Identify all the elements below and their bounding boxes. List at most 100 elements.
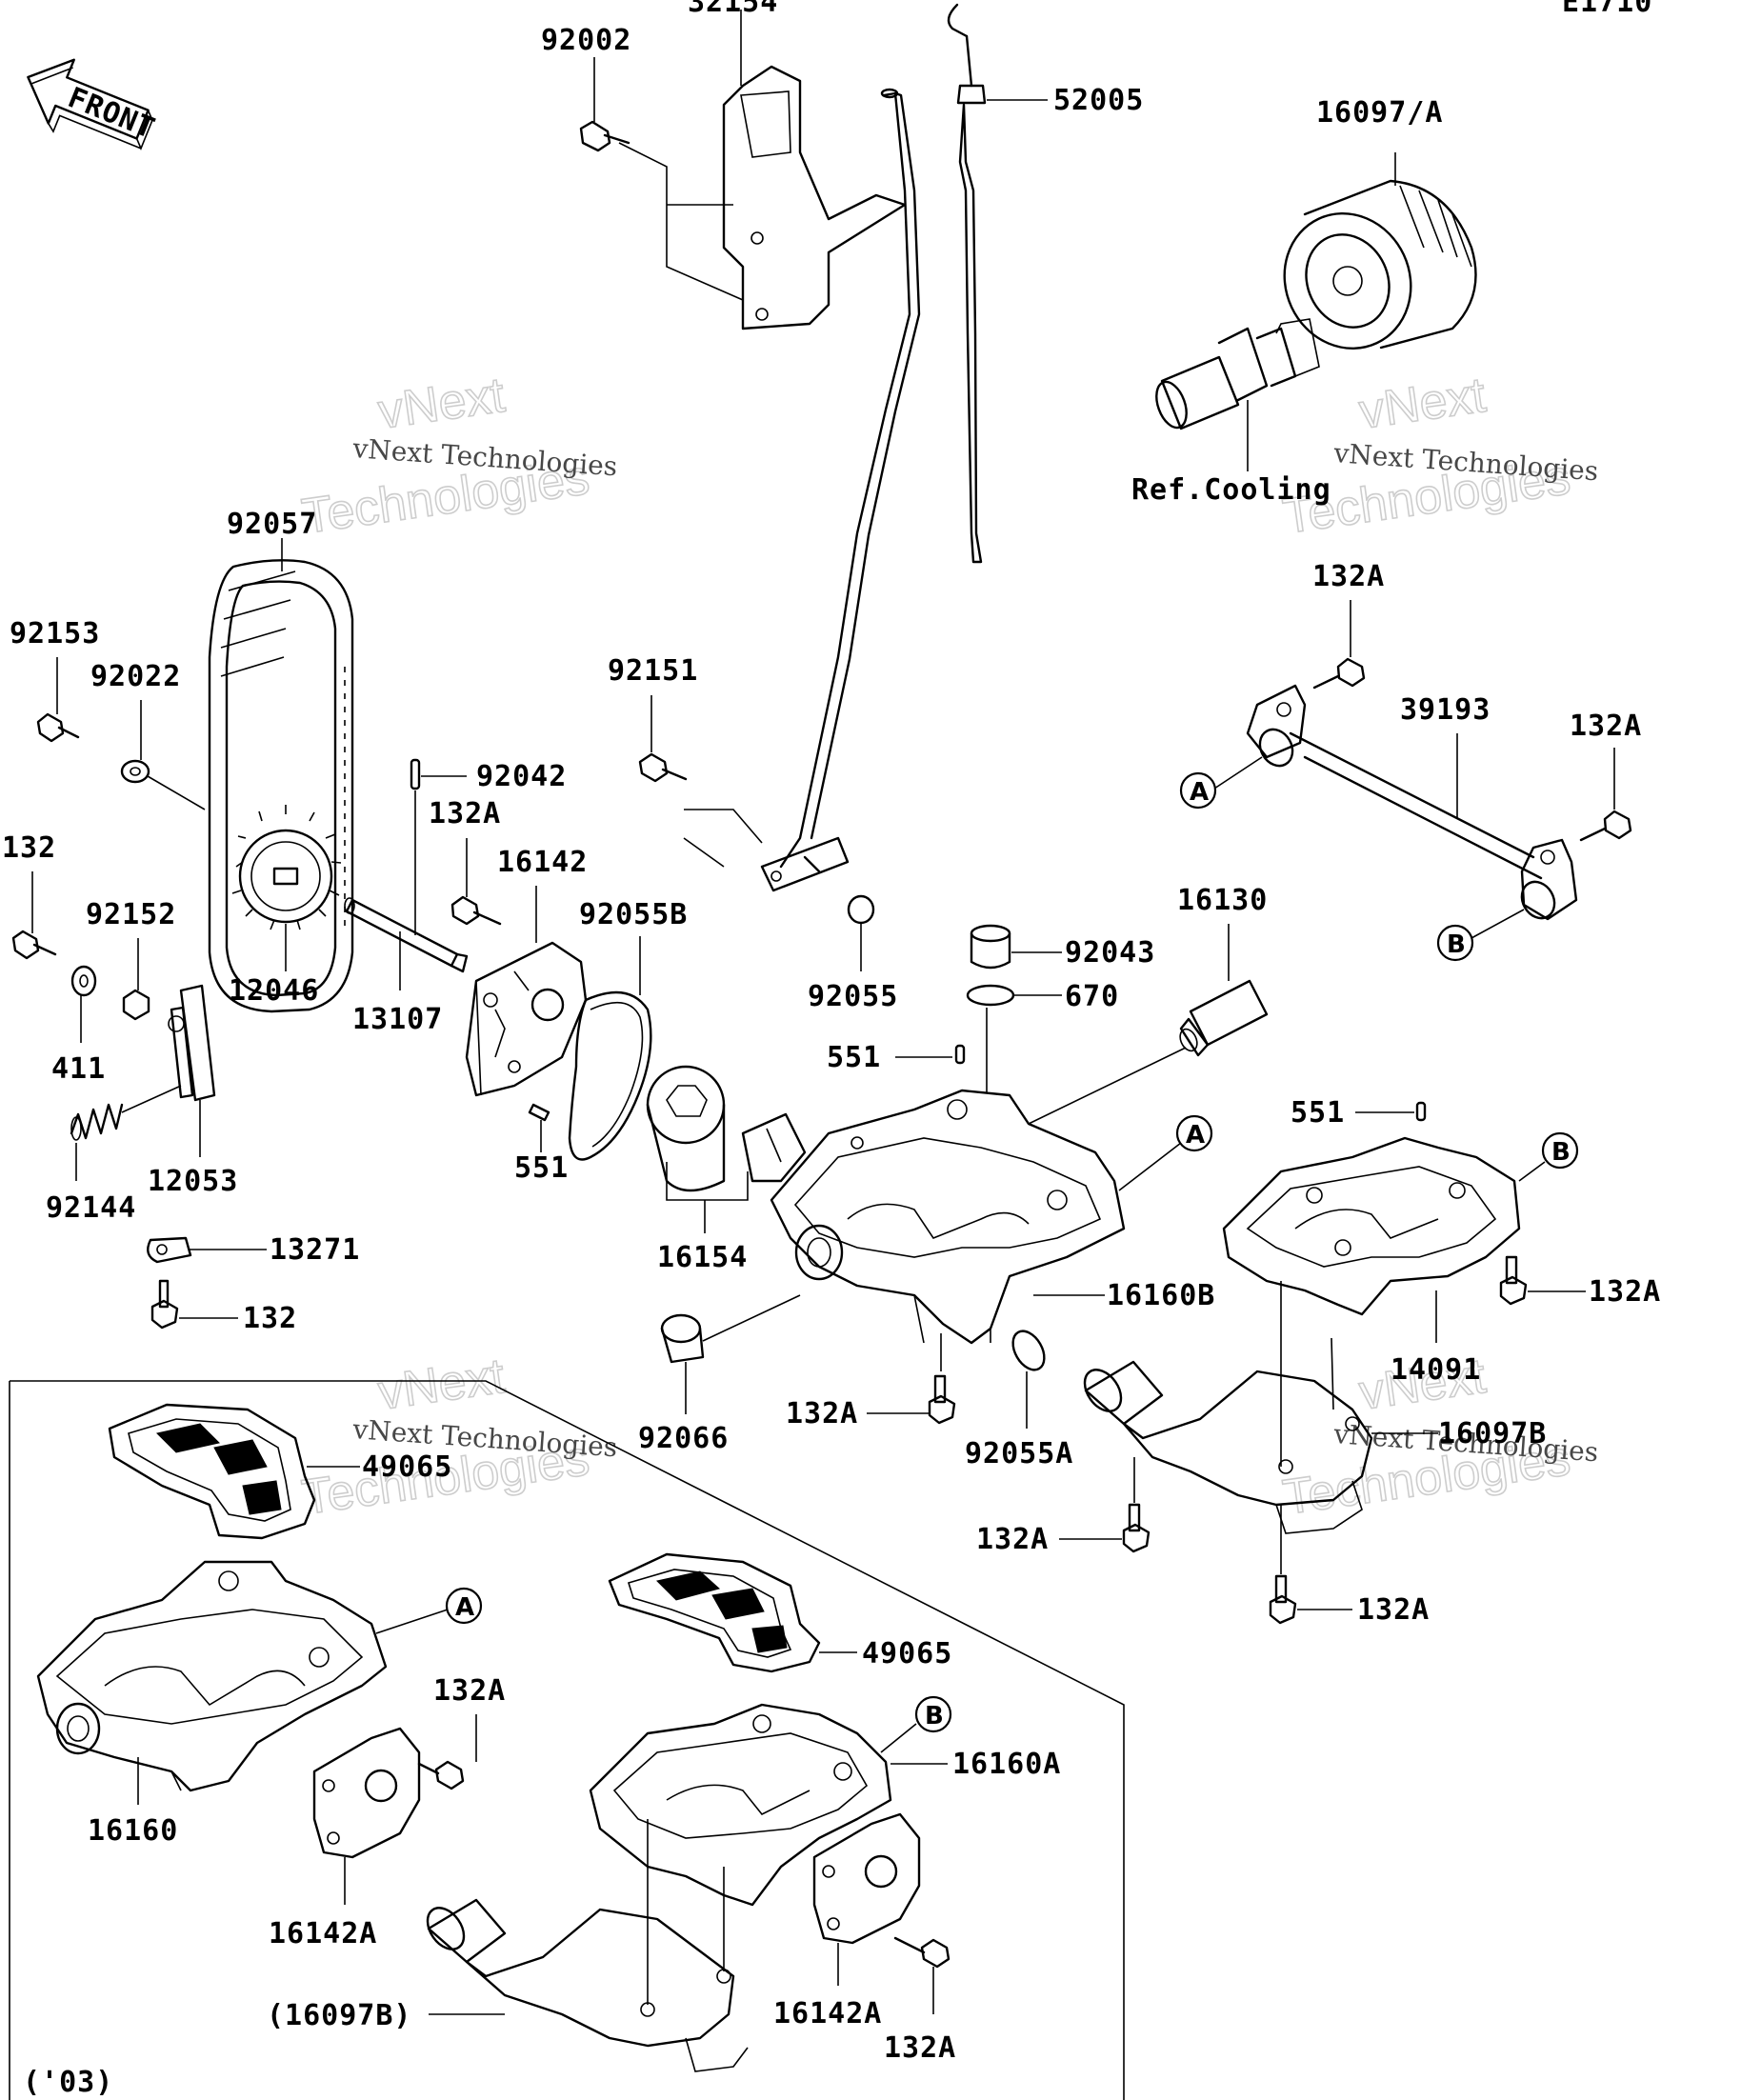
label-92055B: 92055B [579,898,688,931]
bolt-132A-housing-icon [1499,1255,1528,1306]
inset-frame [9,1380,1125,2100]
leader-callout-A-inset [375,1609,449,1634]
label-132A-bottom: 132A [884,2031,956,2065]
pressure-switch-16130 [1179,979,1269,1057]
callout-A-upper [1175,1114,1213,1152]
leader-callout-B-right [1518,1161,1546,1182]
bolt-92151-icon [638,752,688,783]
leader-callout-B-inset [880,1723,917,1753]
bolt-132A-pipe-top-icon [1312,657,1366,690]
watermark-vnext: vNext [375,368,509,440]
corner-code: E1710 [1562,0,1652,19]
label-32154: 32154 [688,0,778,19]
label-16160: 16160 [88,1814,178,1848]
spring-92144-icon [70,1103,124,1141]
leader-92151 [650,695,763,868]
pin-92042-icon [410,758,421,790]
front-arrow-icon: FRONT [27,58,160,150]
leader-16154 [666,1162,749,1233]
oil-fitting [1155,318,1320,430]
leader-92042 [414,775,467,935]
label-92066: 92066 [638,1422,729,1455]
dipstick-52005 [947,3,987,564]
nut-92152-icon [122,989,150,1021]
label-16160B: 16160B [1107,1279,1215,1312]
callout-B-inset-text: B [925,1702,944,1730]
label-132A-strainer-right: 132A [1357,1593,1430,1627]
bolt-132A-pan-icon [928,1374,956,1425]
callout-A-pipe [1179,771,1217,810]
oil-pan-16160B [770,1089,1126,1345]
bolt-132A-pipe-right-icon [1579,810,1632,842]
leader-92144 [75,1085,182,1181]
label-92042: 92042 [476,760,567,793]
watermark-group: vNext Technologies vNext Technologies vN… [298,367,1599,1527]
drive-chain-92057 [208,559,354,1013]
label-551-c: 551 [1291,1096,1345,1130]
oil-pan-16160A [589,1703,892,1907]
label-12053: 12053 [148,1165,238,1198]
watermark-vnext: vNext [1356,368,1490,440]
leader-callout-A-pipe [1213,756,1263,790]
label-551-b: 551 [827,1041,881,1074]
callout-B-right [1541,1131,1579,1170]
label-551-a: 551 [514,1151,569,1185]
label-132-lower: 132 [243,1302,297,1335]
dowel-551-right-icon [1415,1101,1427,1122]
callout-B-inset [914,1695,952,1733]
label-132A-inset: 132A [433,1674,506,1708]
bolt-132A-bottom-icon [893,1936,951,1969]
o-ring-92055A-icon [1011,1330,1046,1371]
leader-670 [986,994,1062,1093]
year-note: ('03) [23,2066,113,2099]
leader-92066 [685,1294,801,1414]
dowel-551-centre-icon [954,1044,966,1065]
sprocket-12046 [231,805,342,930]
oil-filter-16097A [1283,179,1477,350]
bolt-132A-strainer-right-icon [1269,1574,1297,1625]
label-92055: 92055 [808,980,898,1013]
label-132-upper: 132 [2,831,56,865]
label-132A-pump: 132A [429,797,501,830]
callout-A-inset [445,1587,483,1625]
bolt-132-icon [11,930,57,960]
label-92002: 92002 [541,24,631,57]
label-16160A: 16160A [952,1748,1061,1781]
dowel-551-icon [528,1103,550,1122]
oil-pipe-39193 [1246,684,1578,921]
label-92022: 92022 [90,660,181,693]
o-ring-92055-icon [847,894,875,925]
shaft-13107 [344,897,469,973]
label-16142: 16142 [497,846,588,879]
label-132A-strainer-left: 132A [976,1523,1049,1556]
callout-A-inset-text: A [455,1593,474,1622]
leader-132A-strainer-left [1059,1457,1135,1540]
label-16097B-inset: (16097B) [267,1999,412,2032]
callout-B-right-text: B [1551,1138,1571,1167]
callout-B-pipe [1436,924,1474,962]
oil-pump-16142A-right [812,1812,921,1945]
label-49065-lower: 49065 [862,1637,952,1670]
label-132A-housing: 132A [1589,1275,1661,1309]
o-ring-670-icon [966,984,1015,1007]
label-13107: 13107 [352,1003,443,1036]
oil-pan-16160 [36,1560,388,1792]
label-132A-pan: 132A [786,1397,858,1430]
leader-92022 [140,700,206,810]
label-14091: 14091 [1391,1353,1481,1387]
leader-92002 [593,57,744,301]
leader-132A-pan [867,1333,942,1414]
washer-92022-icon [120,759,150,784]
rotor-16154 [646,1065,807,1192]
callout-B-pipe-text: B [1447,930,1466,959]
label-49065-upper: 49065 [362,1450,452,1484]
bolt-92002-icon [579,120,630,152]
bolt-132A-pump-icon [450,895,502,926]
label-132A-pipe-right: 132A [1570,710,1642,743]
label-16130: 16130 [1177,884,1268,917]
bolt-132-lower-icon [150,1279,179,1330]
label-12046: 12046 [229,974,319,1008]
gasket-92055B [568,990,652,1161]
